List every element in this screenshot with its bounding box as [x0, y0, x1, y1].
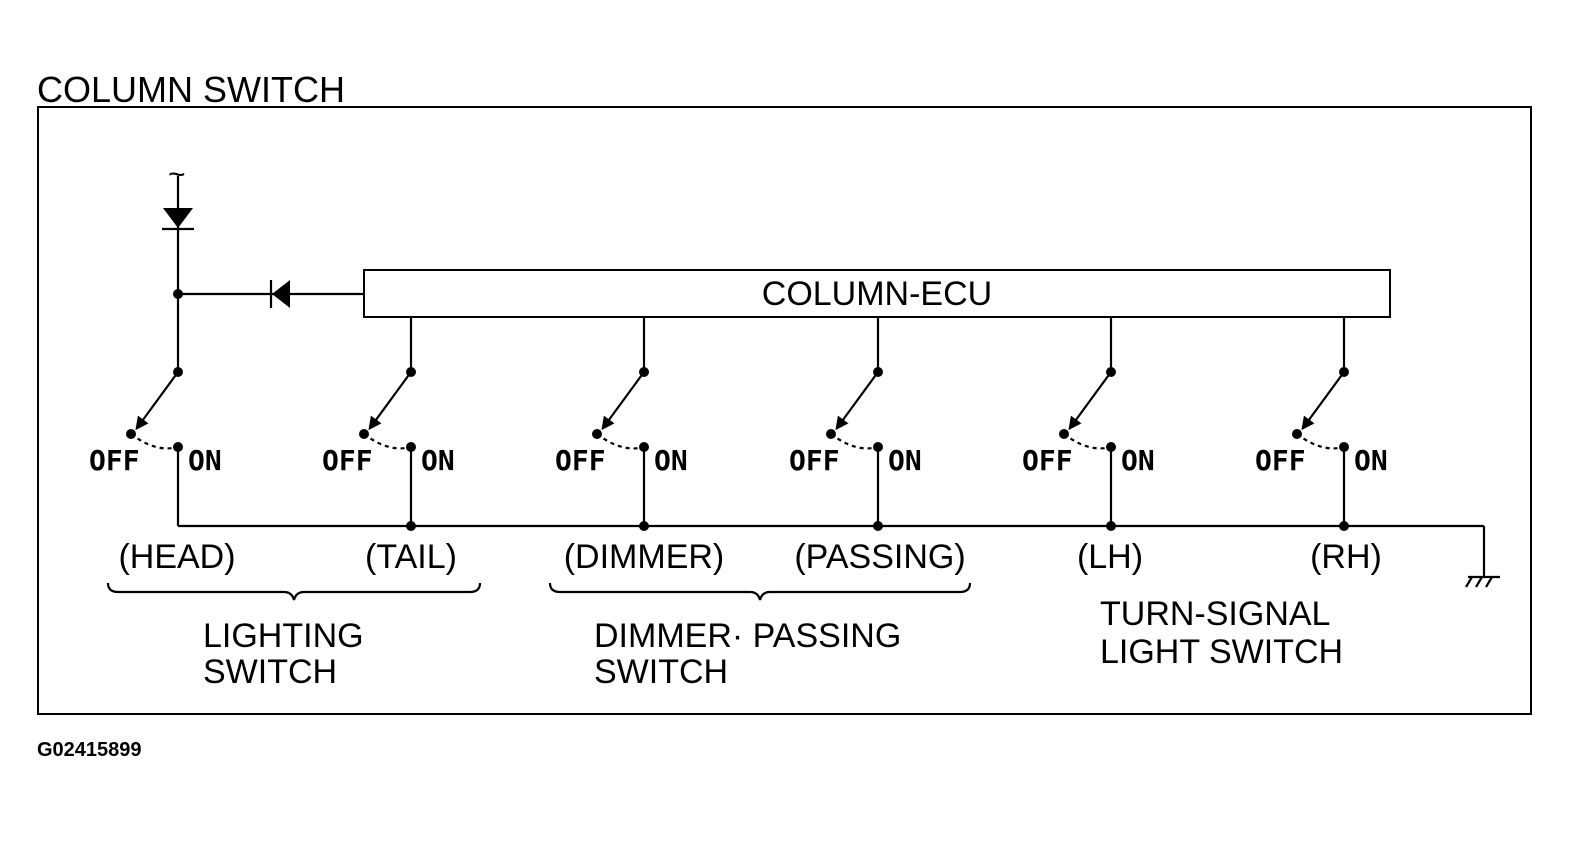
- dimmer-passing-group-line2: SWITCH: [594, 653, 728, 691]
- bus-junction-passing: [873, 521, 883, 531]
- turn-signal-group-line1: TURN-SIGNAL: [1100, 595, 1330, 633]
- switch-on-label-tail: ON: [421, 444, 455, 477]
- switch-off-label-rh: OFF: [1255, 444, 1306, 477]
- bus-junction-tail: [406, 521, 416, 531]
- switch-link-tail: [363, 433, 412, 450]
- switch-on-label-head: ON: [188, 444, 222, 477]
- switch-array: OFF ON OFF ON OFF ON OFF ON OFF ON OFF ON: [89, 317, 1388, 531]
- switch-link-lh: [1063, 433, 1112, 450]
- diagram-title: COLUMN SWITCH: [37, 69, 345, 110]
- switch-blade-dimmer: [601, 371, 645, 431]
- switch-blade-lh: [1068, 371, 1112, 431]
- turn-signal-group-line2: LIGHT SWITCH: [1100, 633, 1343, 671]
- main-diode-icon: [162, 208, 194, 231]
- switch-on-label-passing: ON: [888, 444, 922, 477]
- switch-label-rh: (RH): [1310, 538, 1382, 576]
- bus-junction-lh: [1106, 521, 1116, 531]
- column-ecu-label: COLUMN-ECU: [762, 275, 992, 313]
- switch-blade-passing: [835, 371, 879, 431]
- lighting-group-line2: SWITCH: [203, 653, 337, 691]
- switch-blade-tail: [368, 371, 412, 431]
- junction-dot: [173, 289, 183, 299]
- switch-link-passing: [830, 433, 879, 450]
- ecu-diode-icon: [269, 280, 290, 308]
- switch-on-label-dimmer: ON: [654, 444, 688, 477]
- bus-junction-rh: [1339, 521, 1349, 531]
- power-symbol: ~: [168, 158, 186, 191]
- dimmer-passing-group-line1: DIMMER· PASSING: [594, 617, 901, 655]
- switch-link-head: [130, 433, 179, 450]
- lighting-brace: [106, 582, 482, 601]
- switch-blade-head: [135, 371, 179, 431]
- switch-label-passing: (PASSING): [794, 538, 965, 576]
- switch-label-dimmer: (DIMMER): [564, 538, 725, 576]
- switch-blade-rh: [1301, 371, 1345, 431]
- dimmer-passing-brace: [548, 582, 972, 601]
- switch-off-label-head: OFF: [89, 444, 140, 477]
- lighting-group-line1: LIGHTING: [203, 617, 364, 655]
- ground-icon: [1465, 575, 1500, 588]
- switch-off-label-dimmer: OFF: [555, 444, 606, 477]
- switch-link-dimmer: [596, 433, 645, 450]
- bus-junction-dimmer: [639, 521, 649, 531]
- switch-label-tail: (TAIL): [365, 538, 457, 576]
- switch-label-lh: (LH): [1077, 538, 1143, 576]
- switch-label-head: (HEAD): [118, 538, 235, 576]
- switch-on-label-lh: ON: [1121, 444, 1155, 477]
- switch-on-label-rh: ON: [1354, 444, 1388, 477]
- diagram-frame: [37, 106, 1532, 715]
- switch-link-rh: [1296, 433, 1345, 450]
- figure-code: G02415899: [37, 739, 142, 761]
- switch-off-label-passing: OFF: [789, 444, 840, 477]
- switch-off-label-lh: OFF: [1022, 444, 1073, 477]
- switch-off-label-tail: OFF: [322, 444, 373, 477]
